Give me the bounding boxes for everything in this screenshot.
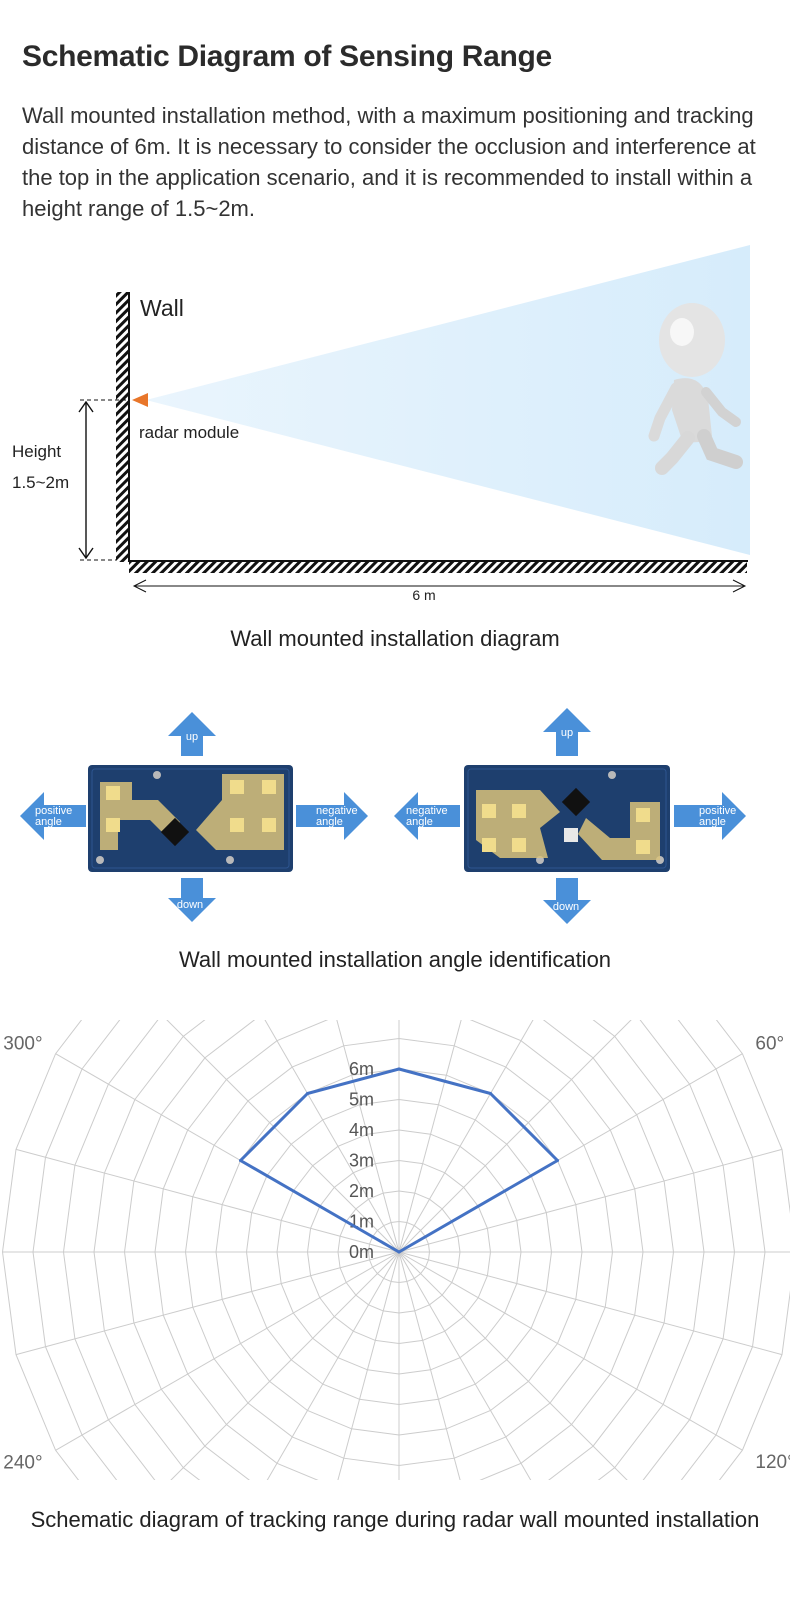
right-radar-board: [464, 765, 670, 872]
polar-spoke: [337, 1251, 400, 1480]
right-down-arrow: down: [543, 878, 591, 924]
height-label: Height: [12, 442, 61, 461]
radar-module: [132, 393, 148, 407]
polar-spoke: [398, 1020, 632, 1253]
polar-ring: [184, 1037, 614, 1467]
radial-tick-label: 2m: [349, 1181, 374, 1201]
angle-tick-label: 60°: [755, 1034, 784, 1055]
angle-tick-label: 240°: [3, 1452, 42, 1473]
left-up-arrow: up: [168, 712, 216, 756]
install-diagram-caption: Wall mounted installation diagram: [230, 626, 560, 651]
left-negative-label: negative: [316, 805, 358, 817]
angle-tick-label: 120°: [755, 1452, 790, 1473]
polar-chart-caption: Schematic diagram of tracking range duri…: [30, 1507, 760, 1532]
height-range-label: 1.5~2m: [12, 473, 69, 492]
radial-tick-label: 1m: [349, 1212, 374, 1232]
left-radar-board: [88, 765, 293, 872]
right-up-label: up: [561, 727, 573, 739]
polar-spoke: [398, 1020, 534, 1253]
distance-label: 6 m: [412, 587, 435, 603]
radial-tick-label: 5m: [349, 1090, 374, 1110]
polar-spoke: [15, 1148, 400, 1253]
polar-spoke: [55, 1251, 400, 1451]
polar-spoke: [398, 1020, 462, 1253]
right-down-label: down: [553, 901, 579, 913]
angle-tick-label: 255°: [0, 1351, 1, 1372]
left-up-label: up: [186, 731, 198, 743]
polar-spoke: [398, 1251, 743, 1451]
page-title: Schematic Diagram of Sensing Range: [22, 40, 552, 73]
left-down-label: down: [177, 899, 203, 911]
install-diagram: Wall radar module Height 1.5~2m 6 m: [12, 245, 750, 603]
intro-paragraph: Wall mounted installation method, with a…: [22, 103, 756, 221]
person-figure: [648, 303, 743, 475]
polar-spoke: [264, 1020, 400, 1253]
wall: [116, 292, 128, 562]
left-negative-angle-label: angle: [316, 816, 343, 828]
right-negative-angle-label: angle: [406, 816, 433, 828]
coverage-point: [306, 1092, 309, 1095]
floor: [129, 561, 747, 573]
polar-spoke: [398, 1148, 783, 1253]
right-positive-angle-arrow: positive angle: [674, 792, 746, 840]
polar-spoke: [398, 1251, 461, 1480]
right-negative-angle-arrow: negative angle: [394, 792, 460, 840]
polar-ring: [123, 1020, 675, 1480]
angle-diagram-caption: Wall mounted installation angle identifi…: [178, 947, 612, 972]
polar-range-chart: 0m1m2m3m4m5m6m0°15°30°45°60°75°90°105°12…: [0, 1020, 790, 1480]
left-positive-label: positive: [35, 805, 72, 817]
polar-spoke: [266, 1251, 400, 1480]
radial-tick-label: 4m: [349, 1120, 374, 1140]
angle-tick-label: 285°: [0, 1135, 1, 1156]
right-up-arrow: up: [543, 708, 591, 756]
radar-module-label: radar module: [139, 423, 239, 442]
radial-tick-label: 6m: [349, 1059, 374, 1079]
coverage-point: [239, 1159, 242, 1162]
coverage-point: [489, 1092, 492, 1095]
angle-tick-label: 300°: [3, 1034, 42, 1055]
radial-tick-label: 0m: [349, 1242, 374, 1262]
left-positive-angle-arrow: positive angle: [20, 792, 86, 840]
polar-spoke: [398, 1251, 783, 1356]
polar-ring: [62, 1020, 736, 1480]
left-negative-angle-arrow: negative angle: [296, 792, 368, 840]
polar-ring: [154, 1020, 644, 1480]
polar-spoke: [398, 1251, 532, 1480]
radar-beam: [146, 245, 750, 555]
right-positive-angle-label: angle: [699, 816, 726, 828]
coverage-point: [397, 1067, 401, 1071]
polar-spoke: [166, 1020, 400, 1253]
polar-spoke: [170, 1251, 400, 1480]
left-down-arrow: down: [168, 878, 216, 922]
polar-ring: [93, 1020, 705, 1480]
left-positive-angle-label: angle: [35, 816, 62, 828]
polar-spoke: [336, 1020, 400, 1253]
wall-label: Wall: [140, 295, 184, 321]
polar-ring: [32, 1020, 766, 1480]
angle-diagram: up down positive angle negative angle up: [20, 708, 746, 924]
polar-spoke: [15, 1251, 400, 1356]
polar-spoke: [398, 1251, 628, 1480]
coverage-point: [556, 1159, 559, 1162]
polar-ring: [1, 1020, 790, 1480]
right-negative-label: negative: [406, 805, 448, 817]
radial-tick-label: 3m: [349, 1151, 374, 1171]
right-positive-label: positive: [699, 805, 736, 817]
coverage-point: [397, 1250, 401, 1254]
